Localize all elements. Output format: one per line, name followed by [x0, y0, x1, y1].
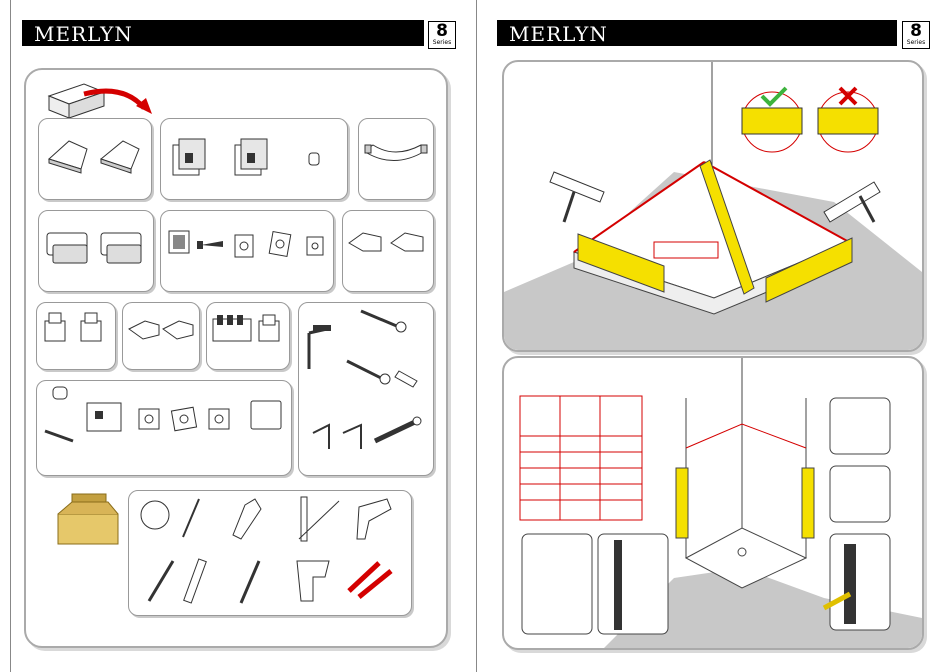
- parts-card-seal-clips: [342, 210, 434, 292]
- series-number: 8: [429, 23, 455, 40]
- toolbox-icon: [52, 490, 132, 550]
- parts-card-end-caps: [38, 118, 152, 200]
- unbox-icon: [44, 74, 154, 124]
- brand-logo-text: MERLYN: [509, 22, 608, 46]
- installation-scene: [502, 356, 924, 650]
- sealing-scene: [502, 60, 924, 352]
- parts-card-clamps: [38, 210, 154, 292]
- series-label: Series: [429, 40, 455, 46]
- right-page-header: MERLYN: [497, 20, 897, 46]
- parts-card-screws-keys: [298, 302, 434, 476]
- page-gutter: [476, 0, 477, 672]
- series-number: 8: [903, 23, 929, 40]
- parts-card-runners: [206, 302, 290, 370]
- silicone-gun-icon: [550, 172, 604, 222]
- brand-logo-text: MERLYN: [34, 22, 133, 46]
- parts-panel: [24, 68, 448, 648]
- left-series-badge: 8 Series: [428, 21, 456, 49]
- parts-card-hinge-covers: [36, 302, 116, 370]
- parts-card-brackets: [160, 118, 348, 200]
- parts-card-guides: [122, 302, 200, 370]
- right-series-badge: 8 Series: [902, 21, 930, 49]
- tools-card: [128, 490, 412, 616]
- parts-card-handle: [358, 118, 434, 200]
- parts-card-wall-fixings: [160, 210, 334, 292]
- left-page-header: MERLYN: [22, 20, 424, 46]
- parts-card-fixings-kit: [36, 380, 292, 476]
- series-label: Series: [903, 40, 929, 46]
- left-page-edge: [10, 0, 11, 672]
